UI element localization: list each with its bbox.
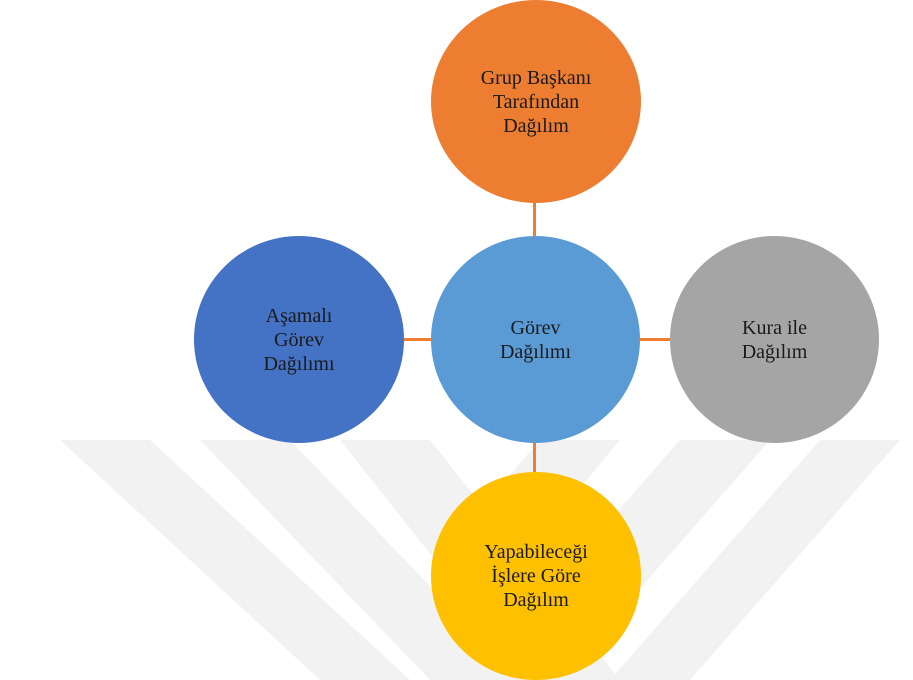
connector-right (640, 338, 670, 341)
node-asamali-gorev-label: Aşamalı Görev Dağılımı (263, 304, 335, 375)
node-kura-ile-label: Kura ile Dağılım (741, 316, 808, 363)
node-kura-ile: Kura ile Dağılım (670, 236, 879, 443)
node-gorev-dagilimi-label: Görev Dağılımı (499, 316, 572, 363)
node-yapabilecegi-label: Yapabileceği İşlere Göre Dağılım (484, 541, 588, 611)
node-asamali-gorev: Aşamalı Görev Dağılımı (194, 236, 404, 443)
connector-bottom (533, 443, 536, 472)
node-grup-baskani: Grup Başkanı Tarafından Dağılım (431, 0, 641, 203)
connector-top (533, 203, 536, 236)
node-yapabilecegi: Yapabileceği İşlere Göre Dağılım (431, 472, 641, 680)
connector-left (404, 338, 431, 341)
node-grup-baskani-label: Grup Başkanı Tarafından Dağılım (480, 66, 592, 137)
node-gorev-dagilimi: Görev Dağılımı (431, 236, 640, 443)
